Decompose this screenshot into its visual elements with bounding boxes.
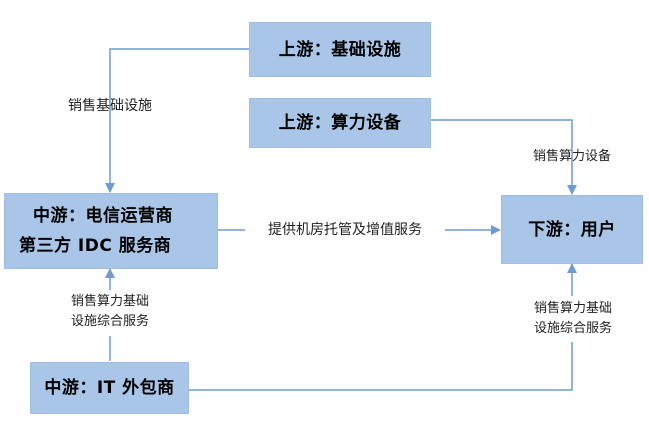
node-upstream-infrastructure-label: 上游：基础设施 [278, 39, 402, 60]
edge-it-to-user-lower [189, 342, 573, 391]
node-midstream-idc: 中游：电信运营商 第三方 IDC 服务商 [4, 193, 218, 269]
edge-label-idc-to-user: 提供机房托管及增值服务 [268, 222, 422, 238]
node-upstream-compute-equipment: 上游：算力设备 [249, 98, 431, 148]
node-downstream-user-label: 下游：用户 [528, 219, 616, 240]
edge-label-it-to-user-line1: 销售算力基础 [533, 301, 612, 316]
node-downstream-user: 下游：用户 [501, 195, 643, 264]
edge-label-it-to-idc-line2: 设施综合服务 [70, 314, 149, 329]
node-upstream-compute-label: 上游：算力设备 [278, 113, 402, 133]
edge-compute-to-user [431, 119, 577, 195]
edge-label-infra-to-idc: 销售基础设施 [68, 98, 152, 114]
edge-label-it-to-user-line2: 设施综合服务 [533, 321, 612, 336]
edge-label-compute-to-user: 销售算力设备 [532, 149, 611, 164]
node-midstream-it-label: 中游：IT 外包商 [44, 378, 175, 398]
edge-label-it-to-idc: 销售算力基础 设施综合服务 [60, 292, 160, 332]
edge-infra-to-idc [105, 48, 249, 193]
node-upstream-infrastructure: 上游：基础设施 [249, 22, 431, 77]
edge-label-it-to-user: 销售算力基础 设施综合服务 [521, 299, 625, 339]
node-midstream-idc-line2: 第三方 IDC 服务商 [19, 236, 172, 256]
edge-label-it-to-idc-line1: 销售算力基础 [70, 294, 149, 309]
node-midstream-idc-line1: 中游：电信运营商 [33, 206, 173, 226]
node-midstream-it-outsourcer: 中游：IT 外包商 [30, 362, 189, 414]
